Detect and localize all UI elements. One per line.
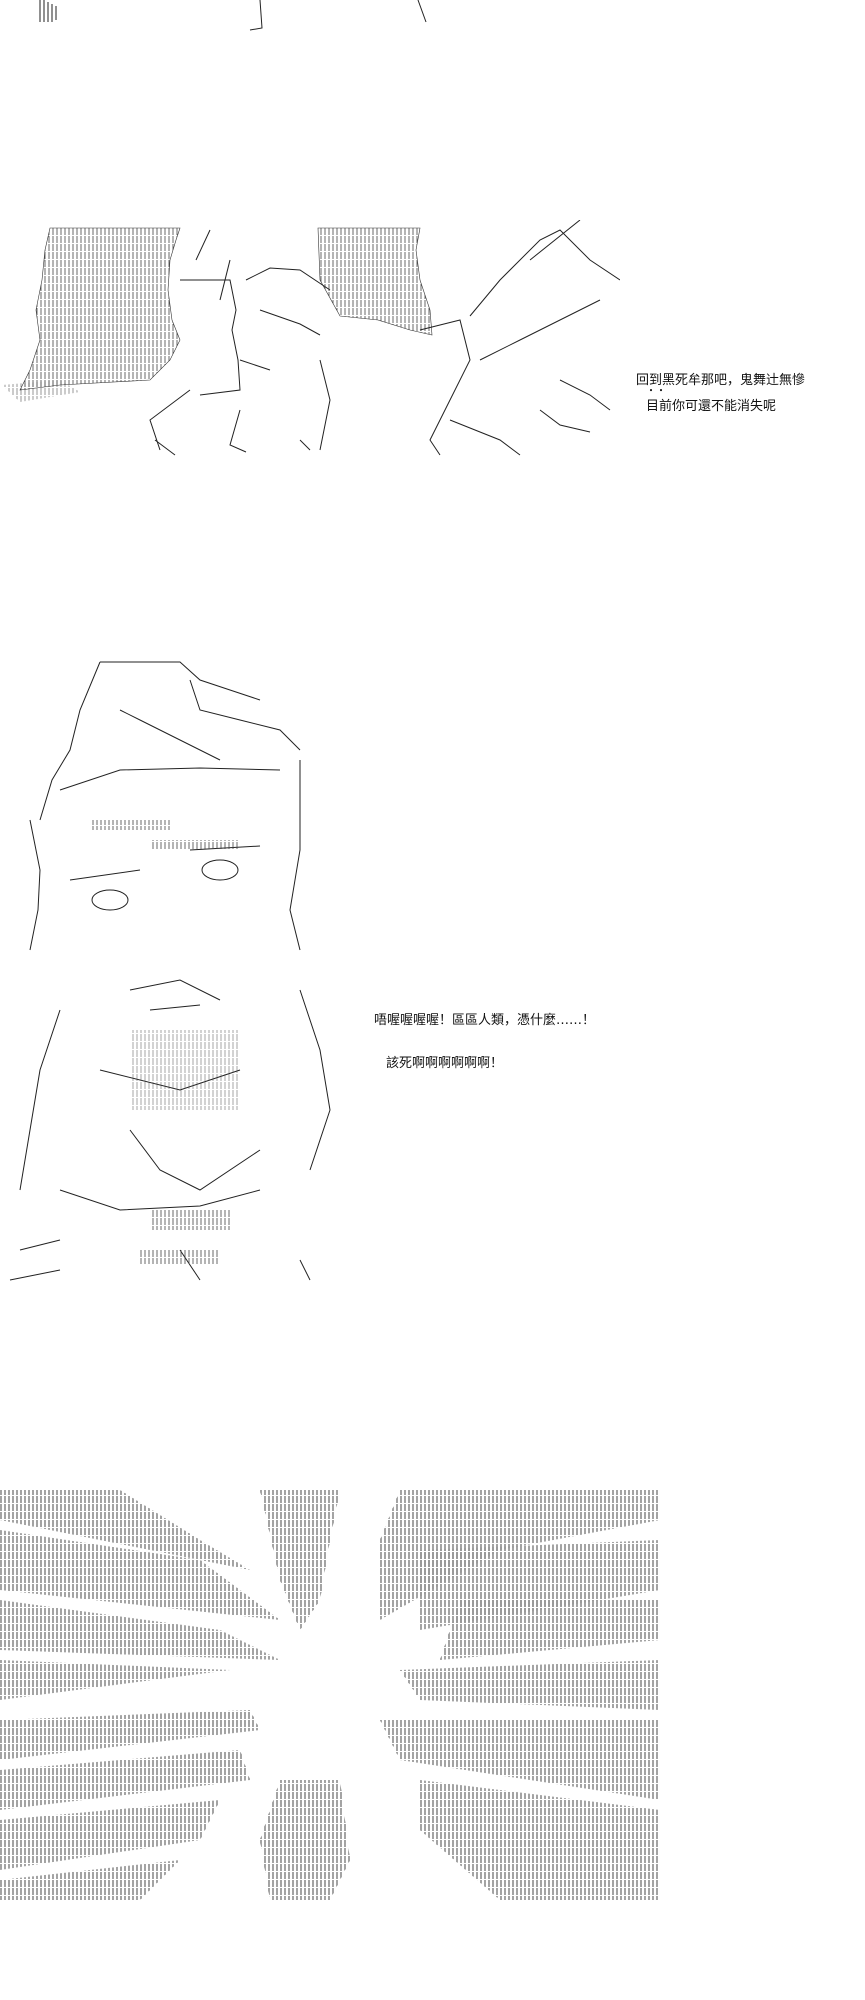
panel1-caption-line2: 目前你可還不能消失呢 bbox=[646, 399, 777, 414]
panel2-ascii-art bbox=[0, 650, 360, 1290]
panel1-ascii-art bbox=[0, 220, 620, 460]
top-art-fragment bbox=[0, 0, 865, 40]
panel2-caption-line2: 該死啊啊啊啊啊啊！ bbox=[386, 1056, 504, 1071]
panel1-emphasis-dots: ・・ bbox=[646, 386, 666, 397]
panel1-caption-line1: 回到黑死牟那吧，鬼舞辻無慘 bbox=[636, 373, 806, 388]
panel2-caption-line1: 唔喔喔喔喔！區區人類，憑什麼……！ bbox=[374, 1013, 596, 1028]
panel3-burst-art bbox=[0, 1480, 680, 1920]
